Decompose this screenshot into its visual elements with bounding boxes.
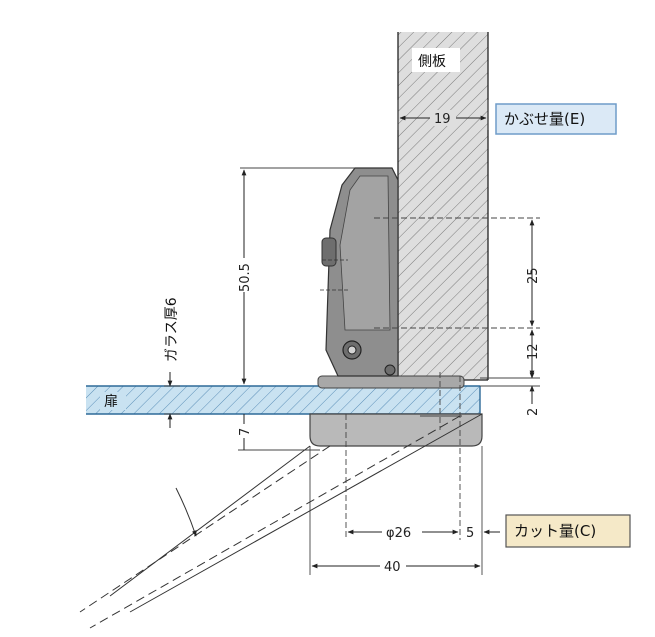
dim-5: 5 [462,524,500,541]
dim-7-text: 7 [238,428,253,436]
glass-door: 扉 [86,385,481,415]
hinge-cup [309,413,483,447]
dim-19: 19 [399,110,487,127]
dim-phi26: φ26 [347,524,459,541]
side-panel-body [398,32,488,380]
dim-phi26-text: φ26 [386,526,411,541]
dim-5-text: 5 [466,526,474,541]
glass-thickness-dim: ガラス厚6 [164,297,180,428]
dim-40: 40 [311,558,481,575]
dim-7: 7 [236,414,253,450]
side-panel-label: 側板 [418,54,446,70]
glass-door-body [86,386,480,414]
overlay-label: かぶせ量(E) [504,110,585,128]
door-swing-lines [79,413,483,629]
dim-50-5-text: 50.5 [238,263,253,292]
glass-thickness-label: ガラス厚6 [164,297,180,362]
dim-12-text: 12 [526,343,541,360]
dim-25-text: 25 [526,267,541,284]
dim-50-5: 50.5 [236,169,253,385]
dim-40-text: 40 [384,560,401,575]
overlay-callout: かぶせ量(E) [495,103,617,135]
extension-lines [164,100,540,575]
door-label: 扉 [104,394,118,410]
cut-callout: カット量(C) [505,514,631,548]
dim-2: 2 [526,360,541,416]
cut-label: カット量(C) [514,522,596,540]
dim-12: 12 [526,329,541,377]
hinge-plate [317,375,465,389]
dim-19-text: 19 [434,112,451,127]
hinge-arm [320,167,399,377]
dim-2-text: 2 [526,408,541,416]
dim-25: 25 [526,219,541,327]
